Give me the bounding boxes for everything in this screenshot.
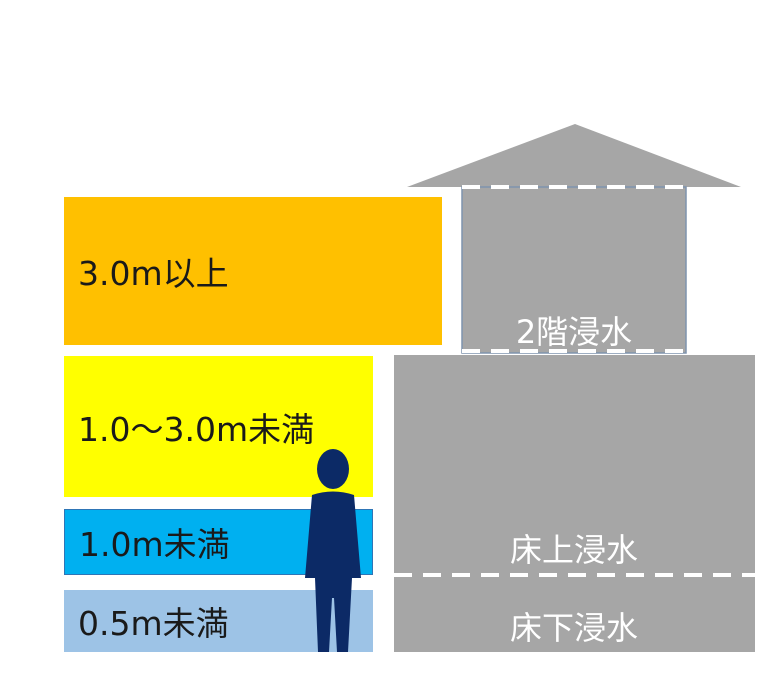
house-first-floor: [394, 355, 755, 652]
house-roof: [407, 124, 741, 187]
label-below-floor-flooding: 床下浸水: [509, 609, 639, 647]
band-label-over-3m: 3.0m以上: [78, 254, 229, 293]
band-label-under-05m: 0.5m未満: [78, 604, 229, 643]
band-label-1-to-3m: 1.0～3.0m未満: [78, 409, 315, 449]
band-over-3m: 3.0m以上: [64, 197, 442, 345]
label-second-floor-flooding: 2階浸水: [515, 313, 633, 351]
band-label-under-1m: 1.0m未満: [79, 525, 230, 564]
person-silhouette: [305, 449, 361, 652]
label-above-floor-flooding: 床上浸水: [509, 531, 639, 569]
house-second-floor: [461, 186, 687, 354]
